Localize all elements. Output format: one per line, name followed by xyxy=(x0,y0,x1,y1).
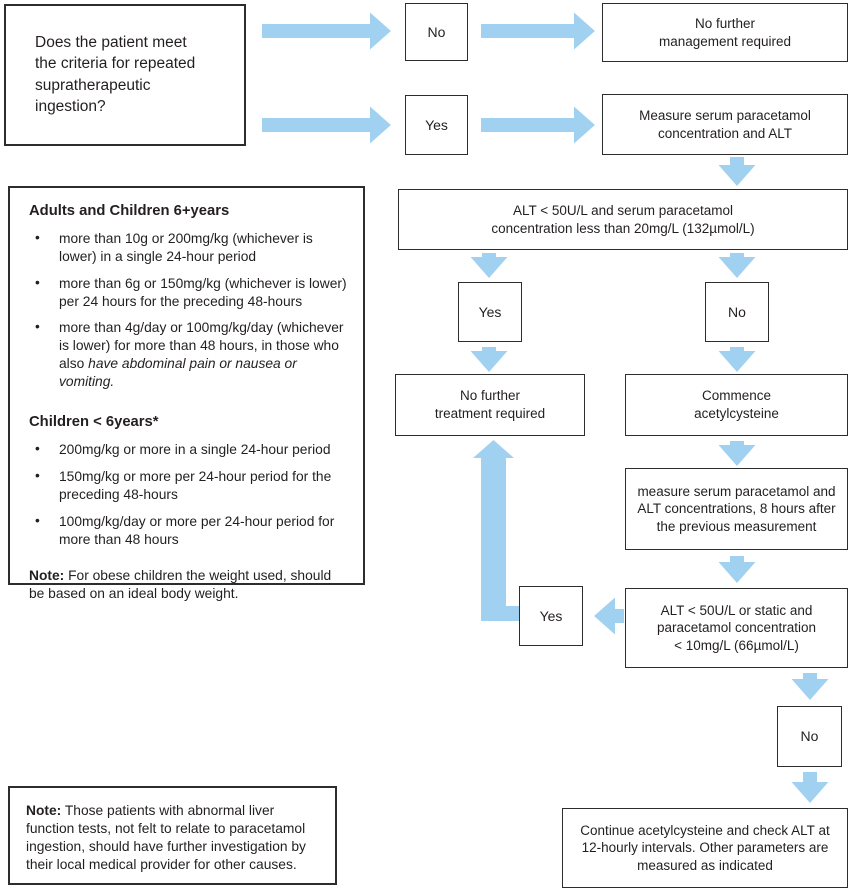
continue-acetylcysteine-box: Continue acetylcysteine and check ALT at… xyxy=(562,808,848,888)
decision-no-followup-box: No xyxy=(777,706,842,767)
no-further-treatment-box: No further treatment required xyxy=(395,374,585,436)
criteria-note: Note: For obese children the weight used… xyxy=(29,567,347,603)
criteria-adults-bullet-italic: have abdominal pain or nausea or vomitin… xyxy=(59,356,297,390)
footnote-label: Note: xyxy=(26,803,62,818)
continue-acetylcysteine-text: Continue acetylcysteine and check ALT at… xyxy=(580,822,830,873)
decision-no-top-label: No xyxy=(427,23,446,40)
arrow-yes-return-to-notreatment xyxy=(473,440,519,621)
decision-yes-followup-label: Yes xyxy=(539,607,563,624)
decision-yes-top-label: Yes xyxy=(425,116,448,133)
criteria-adults-bullet: more than 6g or 150mg/kg (whichever is l… xyxy=(29,274,347,311)
question-text: Does the patient meet the criteria for r… xyxy=(35,34,196,116)
alt-followup-check-box: ALT < 50U/L or static and paracetamol co… xyxy=(625,588,848,668)
footnote-paragraph: Note: Those patients with abnormal liver… xyxy=(26,802,321,874)
decision-yes-mid-label: Yes xyxy=(478,303,502,320)
decision-yes-top-box: Yes xyxy=(405,95,468,155)
criteria-note-text: For obese children the weight used, shou… xyxy=(29,568,332,602)
criteria-children-heading: Children < 6years* xyxy=(29,414,159,431)
criteria-children-list: 200mg/kg or more in a single 24-hour per… xyxy=(29,440,347,549)
decision-no-followup-label: No xyxy=(800,728,819,745)
criteria-adults-list: more than 10g or 200mg/kg (whichever is … xyxy=(29,229,347,391)
criteria-panel: Adults and Children 6+years more than 10… xyxy=(8,186,365,601)
decision-no-mid-label: No xyxy=(728,303,746,320)
decision-yes-mid-box: Yes xyxy=(458,282,522,342)
commence-acetylcysteine-box: Commence acetylcysteine xyxy=(625,374,848,436)
no-further-management-text: No further management required xyxy=(658,15,792,49)
alt-initial-check-text: ALT < 50U/L and serum paracetamol concen… xyxy=(491,202,755,236)
measure-serum-box: Measure serum paracetamol concentration … xyxy=(602,94,848,155)
footnote-text: Those patients with abnormal liver funct… xyxy=(26,803,306,872)
criteria-note-label: Note: xyxy=(29,568,65,584)
decision-no-top-box: No xyxy=(405,3,468,61)
criteria-children-bullet: 100mg/kg/day or more per 24-hour period … xyxy=(29,512,347,549)
footnote-panel: Note: Those patients with abnormal liver… xyxy=(8,786,337,885)
decision-yes-followup-box: Yes xyxy=(519,586,583,646)
decision-no-mid-box: No xyxy=(705,282,769,342)
criteria-adults-bullet: more than 10g or 200mg/kg (whichever is … xyxy=(29,229,347,266)
commence-acetylcysteine-text: Commence acetylcysteine xyxy=(694,388,779,421)
measure-serum-text: Measure serum paracetamol concentration … xyxy=(639,107,811,141)
repeat-measure-text: measure serum paracetamol and ALT concen… xyxy=(637,483,836,534)
criteria-children-bullet: 200mg/kg or more in a single 24-hour per… xyxy=(29,440,347,459)
no-further-management-box: No further management required xyxy=(602,3,848,62)
repeat-measure-box: measure serum paracetamol and ALT concen… xyxy=(625,468,848,550)
criteria-adults-heading: Adults and Children 6+years xyxy=(29,203,230,219)
question-box: Does the patient meet the criteria for r… xyxy=(4,4,246,146)
alt-followup-check-text: ALT < 50U/L or static and paracetamol co… xyxy=(656,602,817,653)
criteria-adults-bullet: more than 4g/day or 100mg/kg/day (whiche… xyxy=(29,318,347,391)
no-further-treatment-text: No further treatment required xyxy=(434,388,546,421)
alt-initial-check-box: ALT < 50U/L and serum paracetamol concen… xyxy=(398,189,848,250)
criteria-children-bullet: 150mg/kg or more per 24-hour period for … xyxy=(29,467,347,504)
